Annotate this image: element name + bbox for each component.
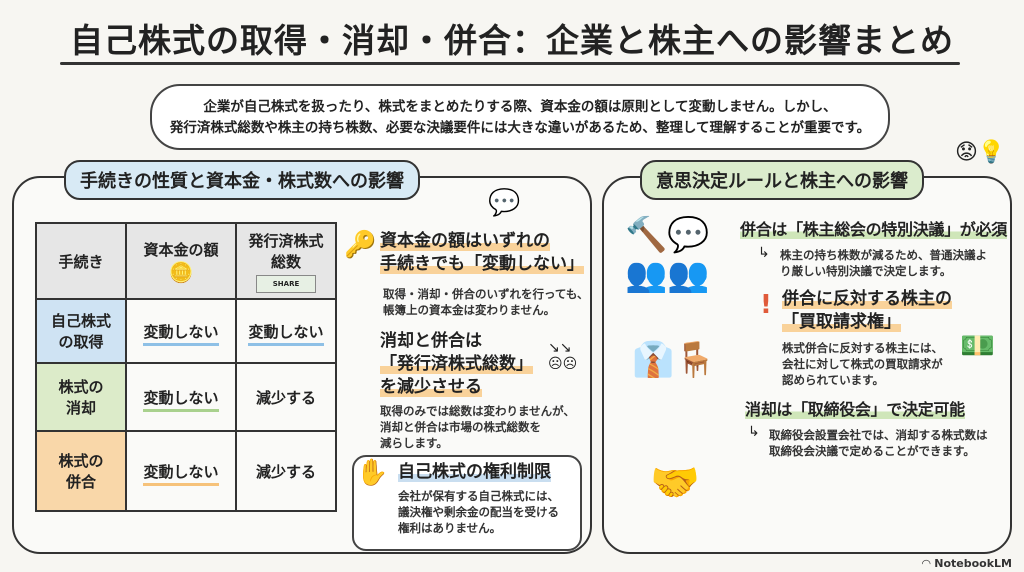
point-body: 取得・消却・併合のいずれを行っても、帳簿上の資本金は変わりません。	[383, 287, 589, 317]
sad-arrows-icon: ↘↘☹☹	[548, 340, 578, 372]
row-label: 株式の併合	[35, 430, 127, 512]
point-title: 「発行済株式総数」	[380, 354, 533, 374]
point-title: 併合は「株主総会の特別決議」が必須	[740, 220, 1007, 239]
point-appraisal-right: 併合に反対する株主の 「買取請求権」 株式併合に反対する株主には、会社に対して株…	[782, 288, 952, 388]
row-label: 株式の消却	[35, 362, 127, 432]
point-title: 併合に反対する株主の	[782, 289, 952, 309]
point-shares: 消却と併合は 「発行済株式総数」 を減少させる 取得のみでは総数は変わりませんが…	[380, 330, 575, 451]
row-label: 自己株式の取得	[35, 298, 127, 364]
header-label: 資本金の額	[143, 240, 219, 259]
speech-bubbles-icon: 💬	[488, 188, 521, 218]
crossed-hand-icon: ✋	[356, 458, 389, 488]
page-title: 自己株式の取得・消却・併合：企業と株主への影響まとめ	[70, 21, 954, 60]
point-title: 手続きでも「変動しない」	[380, 254, 584, 274]
cell-value: 変動しない	[143, 462, 219, 486]
table-row: 自己株式の取得 変動しない 変動しない	[35, 298, 337, 364]
point-body: 取得のみでは総数は変わりませんが、消却と併合は市場の株式総数を減らします。	[380, 404, 575, 450]
point-body: 会社が保有する自己株式には、議決権や剰余金の配当を受ける権利はありません。	[398, 489, 559, 535]
cell: 変動しない	[125, 298, 237, 364]
right-panel	[602, 176, 1012, 554]
cell-value: 変動しない	[143, 322, 219, 346]
money-icon: 💵	[960, 329, 995, 362]
comparison-table: 手続き 資本金の額🪙 発行済株式総数 SHARE 自己株式の取得 変動しない 変動…	[35, 222, 337, 512]
gavel-crowd-icon: 🔨💬👥👥	[625, 215, 710, 295]
right-panel-title: 意思決定ルールと株主への影響	[640, 160, 924, 200]
point-special-resolution: 併合は「株主総会の特別決議」が必須 株主の持ち株数が減るため、普通決議より厳しい…	[740, 218, 1008, 279]
point-capital: 資本金の額はいずれの 手続きでも「変動しない」 取得・消却・併合のいずれを行って…	[380, 230, 590, 318]
credit-text: NotebookLM	[934, 557, 1012, 570]
cell: 減少する	[235, 362, 337, 432]
cell: 減少する	[235, 430, 337, 512]
notebooklm-credit: ◠ NotebookLM	[922, 557, 1012, 570]
point-board: 消却は「取締役会」で決定可能 取締役会設置会社では、消却する株式数は取締役会決議…	[745, 398, 1007, 459]
point-title: を減少させる	[380, 377, 482, 397]
point-title: 消却は「取締役会」で決定可能	[745, 400, 965, 419]
table-header: 手続き	[35, 222, 127, 300]
intro-line: 発行済株式総数や株主の持ち株数、必要な決議要件には大きな違いがあるため、整理して…	[169, 120, 871, 136]
table-header: 発行済株式総数 SHARE	[235, 222, 337, 300]
intro-callout: 企業が自己株式を扱ったり、株式をまとめたりする際、資本金の額は原則として変動しま…	[150, 84, 890, 150]
arrow-icon: ↳	[748, 424, 760, 440]
share-certificate-icon: SHARE	[256, 274, 316, 293]
point-rights: 自己株式の権利制限 会社が保有する自己株式には、議決権や剰余金の配当を受ける権利…	[398, 461, 578, 536]
exclamation-icon: !	[760, 290, 772, 320]
title-underline	[60, 62, 960, 65]
coins-icon: 🪙	[168, 259, 194, 284]
logo-icon: ◠	[921, 557, 935, 570]
handshake-icon: 🤝	[650, 460, 700, 506]
point-title: 自己株式の権利制限	[398, 462, 551, 482]
table-header: 資本金の額🪙	[125, 222, 237, 300]
cell: 変動しない	[125, 430, 237, 512]
point-body: 株式併合に反対する株主には、会社に対して株式の買取請求が認められています。	[782, 341, 943, 387]
header-label: 発行済株式総数	[248, 231, 324, 271]
cell: 変動しない	[125, 362, 237, 432]
key-icon: 🔑	[344, 230, 377, 260]
table-row: 株式の消却 変動しない 減少する	[35, 362, 337, 432]
emoji-faces-icon: 😟💡	[955, 140, 1006, 165]
arrow-icon: ↳	[758, 245, 770, 261]
left-panel-title: 手続きの性質と資本金・株式数への影響	[64, 160, 420, 200]
table-row: 株式の併合 変動しない 減少する	[35, 430, 337, 512]
cell: 変動しない	[235, 298, 337, 364]
intro-line: 企業が自己株式を扱ったり、株式をまとめたりする際、資本金の額は原則として変動しま…	[203, 99, 837, 115]
board-meeting-icon: 👔🪑	[632, 340, 717, 380]
point-body: 株主の持ち株数が減るため、普通決議より厳しい特別決議で決定します。	[780, 248, 987, 278]
point-title: 「買取請求権」	[782, 312, 901, 332]
cell-value: 変動しない	[248, 322, 324, 346]
point-title: 資本金の額はいずれの	[380, 231, 550, 251]
cell-value: 変動しない	[143, 388, 219, 412]
point-title: 消却と併合は	[380, 331, 482, 351]
point-body: 取締役会設置会社では、消却する株式数は取締役会決議で定めることができます。	[769, 428, 988, 458]
